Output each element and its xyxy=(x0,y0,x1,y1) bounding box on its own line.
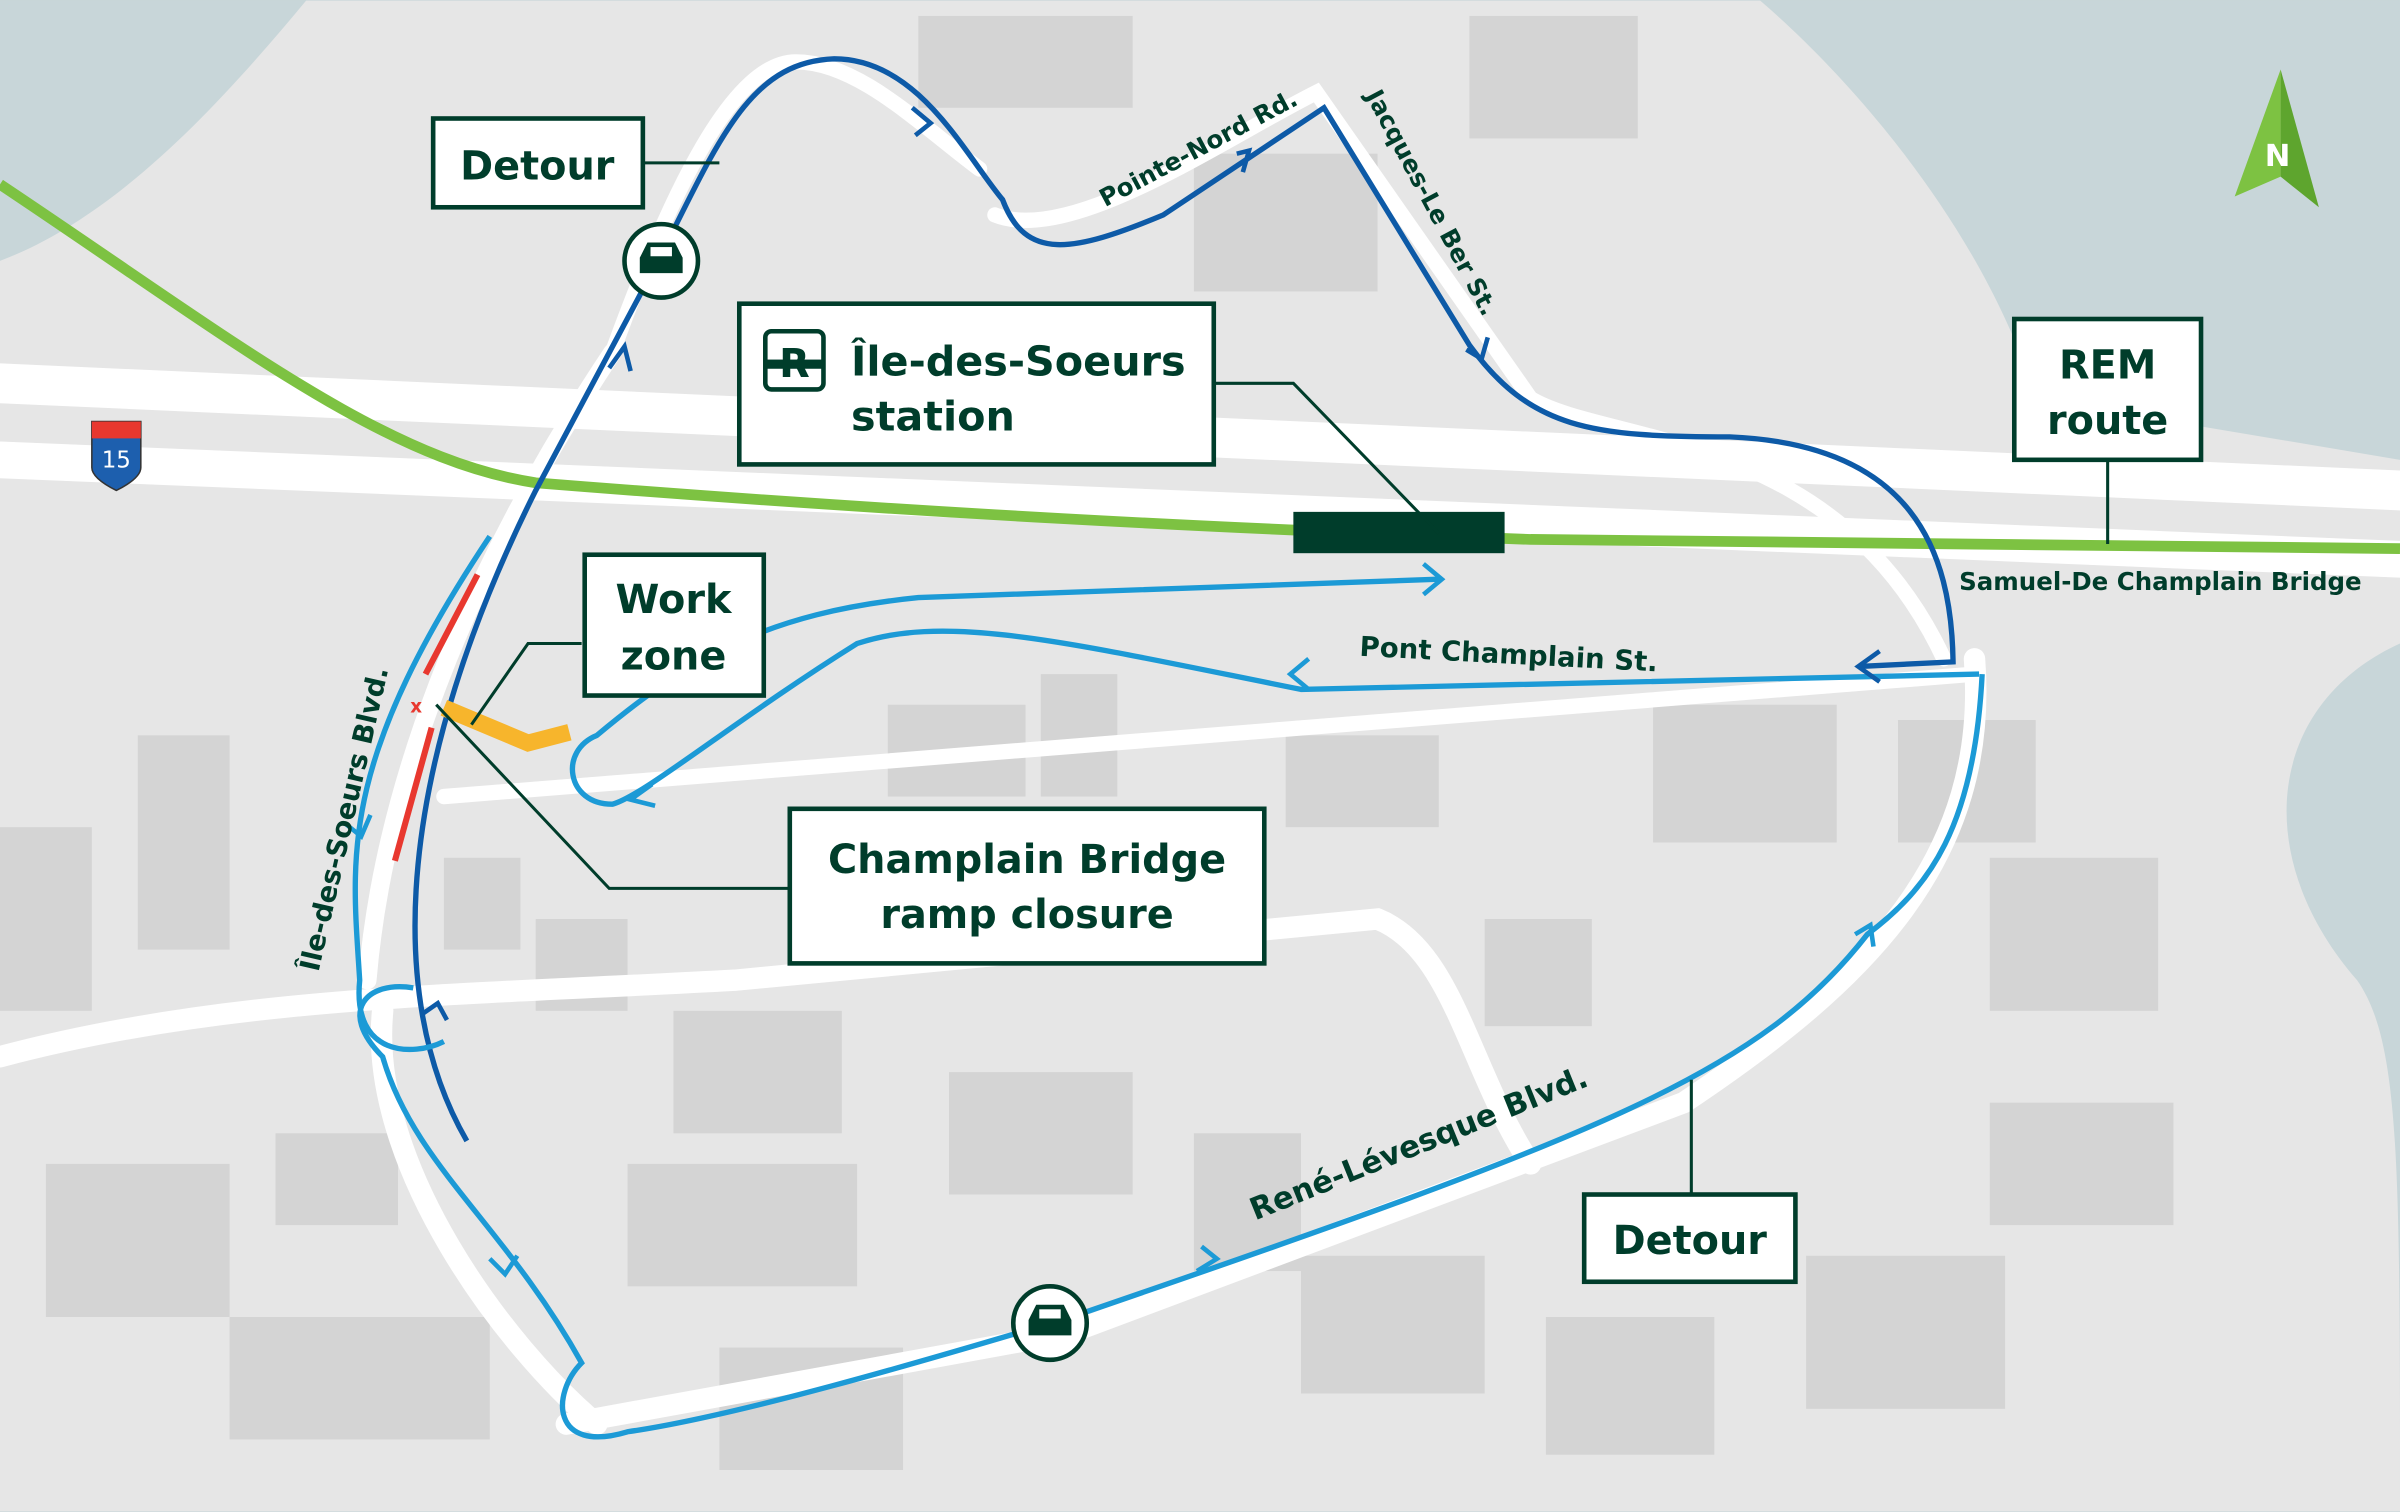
svg-text:Detour: Detour xyxy=(460,144,615,190)
svg-text:Detour: Detour xyxy=(1613,1218,1768,1264)
rem-station-icon: R xyxy=(763,328,826,392)
work-zone-area xyxy=(440,700,572,752)
svg-text:zone: zone xyxy=(621,634,727,680)
callout-station: R Île-des-Soeurs station xyxy=(736,301,1217,467)
direction-arrows xyxy=(344,106,1881,1278)
car-icon xyxy=(1010,1284,1090,1363)
svg-text:Work: Work xyxy=(616,577,733,623)
station-platform xyxy=(1293,511,1505,554)
callout-detour-bottom: Detour xyxy=(1581,1192,1798,1285)
svg-text:route: route xyxy=(2047,398,2168,444)
svg-text:Champlain Bridge: Champlain Bridge xyxy=(828,837,1226,883)
svg-text:Île-des-Soeurs: Île-des-Soeurs xyxy=(851,338,1186,386)
car-icon xyxy=(622,221,701,300)
callout-rem-route: REM route xyxy=(2011,316,2204,463)
detour-route-dark xyxy=(412,56,1956,1143)
highway-15-shield: 15 xyxy=(91,420,142,492)
svg-text:15: 15 xyxy=(102,447,131,473)
closure-marker: x xyxy=(410,696,422,717)
svg-text:N: N xyxy=(2265,139,2291,174)
svg-text:station: station xyxy=(851,393,1015,441)
svg-text:ramp closure: ramp closure xyxy=(880,892,1173,938)
callout-ramp-closure: Champlain Bridge ramp closure xyxy=(787,806,1267,966)
callout-detour-top: Detour xyxy=(430,116,646,210)
callout-work-zone: Work zone xyxy=(582,552,767,698)
street-label-samuel-de-champlain: Samuel-De Champlain Bridge xyxy=(1959,567,2361,596)
closure-line-lower xyxy=(391,726,435,862)
svg-text:REM: REM xyxy=(2059,343,2156,389)
closure-line-upper xyxy=(422,573,481,676)
rem-route-line xyxy=(0,179,2400,554)
